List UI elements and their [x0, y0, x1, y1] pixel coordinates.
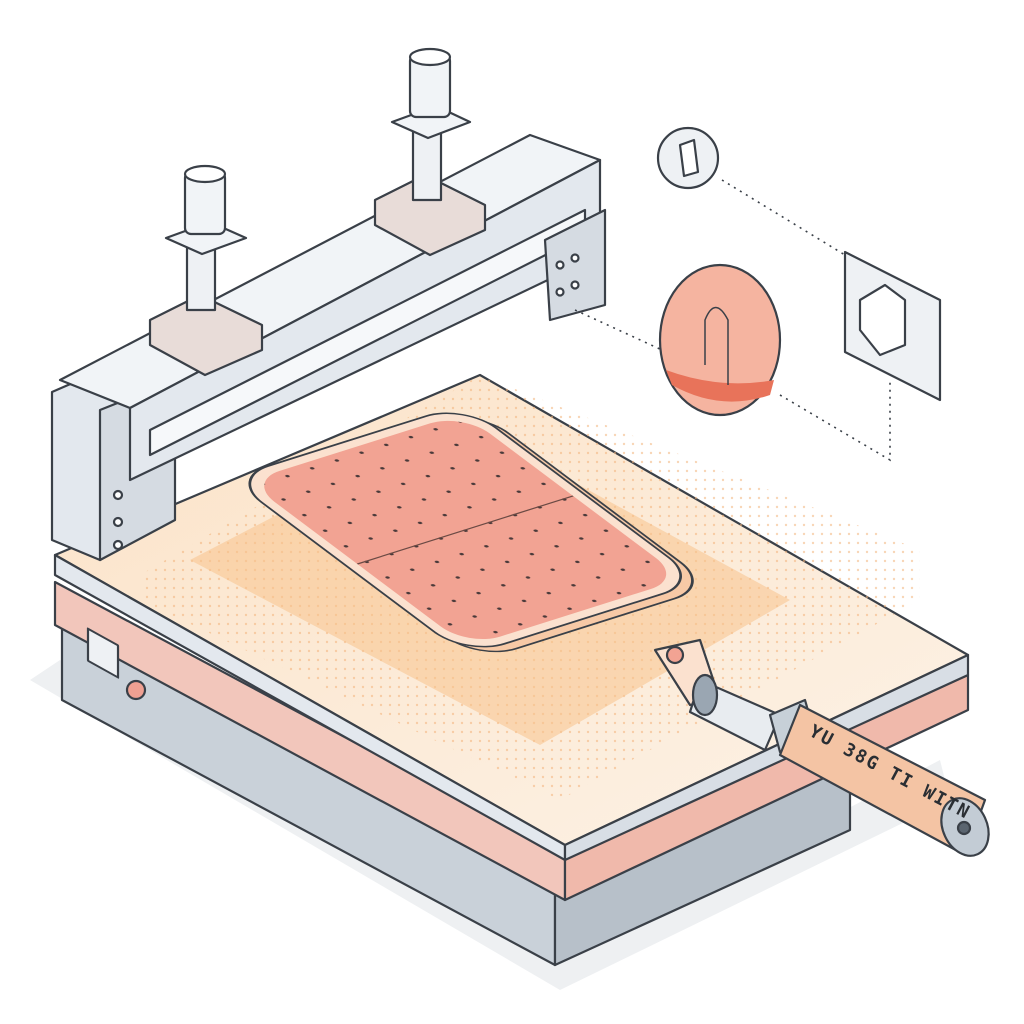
- piston-left: [148, 164, 264, 377]
- floor-shadow: [30, 660, 950, 990]
- callouts: [574, 126, 942, 462]
- piston-right: [373, 47, 487, 257]
- paddle-seam: [356, 495, 574, 565]
- bolt-holes: [112, 253, 580, 551]
- indicator-light: [125, 679, 147, 701]
- control-panel-screen[interactable]: [86, 627, 120, 679]
